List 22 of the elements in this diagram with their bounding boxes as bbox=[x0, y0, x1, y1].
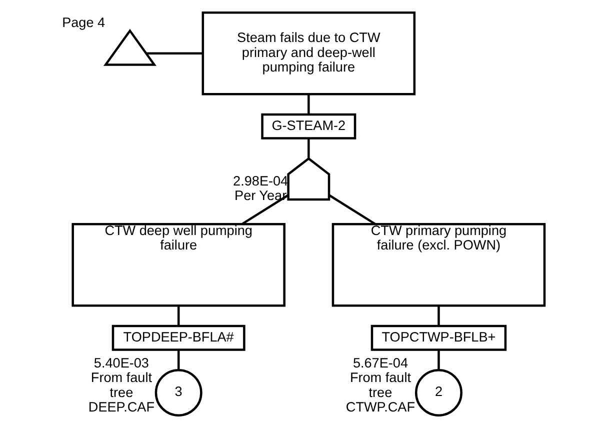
node-box: TOPDEEP-BFLA# bbox=[112, 324, 246, 351]
connector bbox=[438, 306, 440, 326]
node-box: G-STEAM-2 bbox=[261, 113, 356, 140]
node-triangle bbox=[103, 28, 156, 66]
node-box: CTW deep well pumping failure bbox=[72, 223, 286, 307]
node-box: TOPCTWP-BFLB+ bbox=[370, 324, 507, 351]
node-label: 5.67E-04 From fault tree CTWP.CAF bbox=[346, 355, 416, 414]
node-label: 5.40E-03 From fault tree DEEP.CAF bbox=[88, 355, 155, 414]
connector bbox=[328, 194, 376, 226]
connector bbox=[308, 94, 310, 114]
connector bbox=[308, 138, 310, 159]
node-box: CTW primary pumping failure (excl. POWN) bbox=[332, 223, 546, 307]
node-label: Page 4 bbox=[62, 14, 106, 30]
connector bbox=[241, 194, 289, 226]
node-circle: 3 bbox=[154, 368, 202, 416]
node-gate bbox=[287, 157, 330, 201]
connector bbox=[438, 350, 440, 370]
connector bbox=[146, 52, 203, 55]
connector bbox=[177, 350, 180, 370]
connector bbox=[177, 306, 180, 326]
node-box: Steam fails due to CTW primary and deep-well pumping failure bbox=[202, 12, 416, 96]
node-circle: 2 bbox=[414, 368, 462, 416]
